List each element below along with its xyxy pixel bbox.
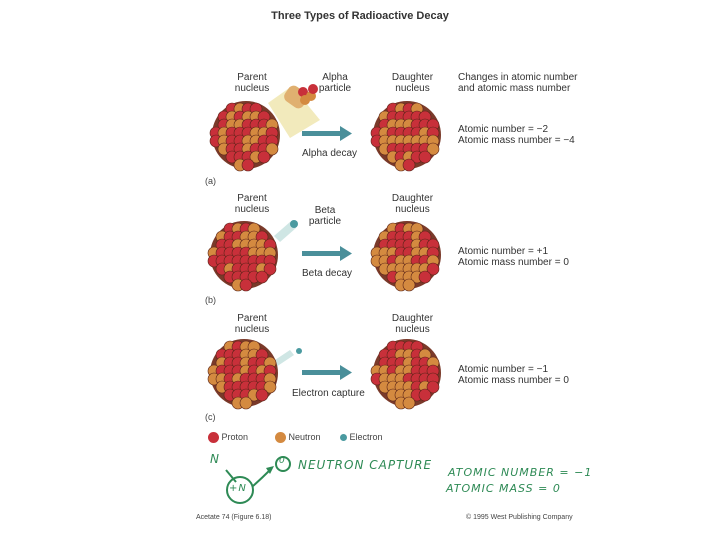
- legend-electron: Electron: [340, 432, 383, 442]
- electron-swatch: [340, 434, 347, 442]
- hand-capture-symbol: 0: [279, 456, 286, 466]
- panel-b-daughter-line2: nucleus: [395, 204, 430, 215]
- panel-a-particle-line2: particle: [318, 83, 352, 94]
- neutron-swatch: [275, 432, 286, 444]
- panel-c-daughter-label: Daughter nucleus: [380, 313, 445, 335]
- panel-b-daughter-line1: Daughter: [391, 193, 434, 204]
- panel-b-tag: (b): [205, 295, 216, 305]
- panel-c-change-text: Atomic number = −1 Atomic mass number = …: [458, 364, 569, 386]
- panel-b-particle-line2: particle: [308, 216, 342, 227]
- panel-b-change-text: Atomic number = +1 Atomic mass number = …: [458, 246, 569, 268]
- panel-c-daughter-line2: nucleus: [395, 324, 430, 335]
- hand-n-label: N: [210, 452, 220, 466]
- panel-a-change-text: Atomic number = −2 Atomic mass number = …: [458, 124, 575, 146]
- diagram-title: Three Types of Radioactive Decay: [271, 10, 449, 22]
- panel-b-parent-label: Parent nucleus: [222, 193, 282, 215]
- changes-header: Changes in atomic number and atomic mass…: [458, 72, 578, 94]
- panel-c-parent-label: Parent nucleus: [222, 313, 282, 335]
- panel-b-daughter-label: Daughter nucleus: [380, 193, 445, 215]
- panel-c-parent-line2: nucleus: [234, 324, 270, 335]
- electron-legend-label: Electron: [349, 432, 383, 442]
- panel-a-daughter-line1: Daughter: [391, 72, 434, 83]
- panel-a-parent-line2: nucleus: [234, 83, 270, 94]
- panel-b-atomic-number: Atomic number = +1: [458, 246, 549, 257]
- changes-header-line2: and atomic mass number: [458, 83, 571, 94]
- hand-circle-label: +N: [229, 483, 247, 494]
- panel-a-daughter-line2: nucleus: [395, 83, 430, 94]
- panel-b-arrow: [302, 246, 352, 261]
- hand-atomic-mass: ATOMIC MASS = 0: [446, 482, 561, 495]
- panel-c-process-label: Electron capture: [292, 388, 365, 399]
- panel-a-arrow: [302, 126, 352, 141]
- panel-a-particle-label: Alpha particle: [310, 72, 360, 94]
- proton-swatch: [208, 432, 219, 444]
- panel-b-parent-line2: nucleus: [234, 204, 270, 215]
- panel-c-atomic-number: Atomic number = −1: [458, 364, 549, 375]
- hand-neutron-capture: NEUTRON CAPTURE: [298, 458, 433, 472]
- panel-b-particle-line1: Beta: [314, 205, 336, 216]
- hand-atomic-number: ATOMIC NUMBER = −1: [448, 466, 593, 479]
- footer-acetate: Acetate 74 (Figure 6.18): [196, 514, 272, 521]
- panel-b-process-label: Beta decay: [302, 268, 353, 279]
- panel-c-mass-number: Atomic mass number = 0: [458, 375, 569, 386]
- panel-c-tag: (c): [205, 412, 216, 422]
- panel-a-tag: (a): [205, 176, 216, 186]
- legend-neutron: Neutron: [275, 432, 321, 444]
- panel-c-arrow: [302, 365, 352, 380]
- panel-a-mass-number: Atomic mass number = −4: [458, 135, 575, 146]
- panel-c-daughter-line1: Daughter: [391, 313, 434, 324]
- panel-a-atomic-number: Atomic number = −2: [458, 124, 549, 135]
- panel-a-particle-line1: Alpha: [322, 72, 348, 83]
- changes-header-line1: Changes in atomic number: [458, 72, 578, 83]
- panel-a-process-label: Alpha decay: [302, 148, 358, 159]
- panel-b-parent-line1: Parent: [237, 193, 267, 204]
- panel-c-parent-line1: Parent: [237, 313, 267, 324]
- footer-copyright: © 1995 West Publishing Company: [466, 514, 573, 521]
- panel-b-particle-label: Beta particle: [300, 205, 350, 227]
- panel-a-daughter-label: Daughter nucleus: [380, 72, 445, 94]
- panel-a-parent-label: Parent nucleus: [222, 72, 282, 94]
- panel-a-parent-line1: Parent: [237, 72, 267, 83]
- proton-legend-label: Proton: [221, 432, 249, 442]
- panel-b-mass-number: Atomic mass number = 0: [458, 257, 569, 268]
- neutron-legend-label: Neutron: [288, 432, 321, 442]
- legend-proton: Proton: [208, 432, 249, 444]
